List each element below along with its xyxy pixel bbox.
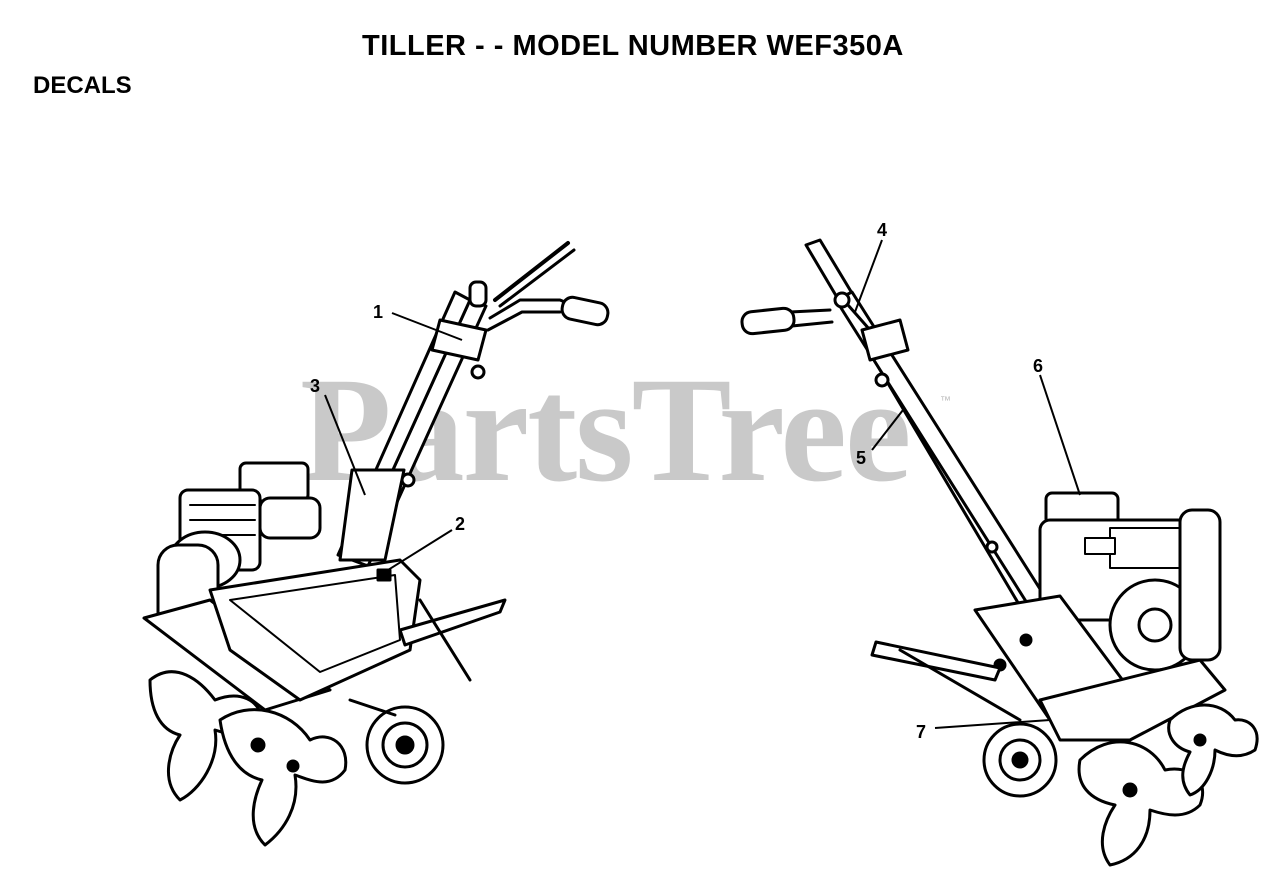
callout-1: 1: [373, 302, 383, 322]
leader-7: [934, 719, 1051, 729]
leader-2: [379, 529, 453, 576]
callout-leaders: [324, 239, 1081, 729]
page-title: TILLER - - MODEL NUMBER WEF350A: [362, 30, 904, 62]
callout-3: 3: [310, 376, 320, 396]
leader-5: [871, 409, 904, 451]
callout-5: 5: [856, 448, 866, 468]
callout-4: 4: [877, 220, 887, 240]
leader-3: [324, 394, 366, 496]
callout-6: 6: [1033, 356, 1043, 376]
section-label: DECALS: [33, 72, 132, 99]
watermark-tm: ™: [940, 395, 951, 407]
leader-1: [391, 312, 463, 341]
tiller-right-view: [740, 238, 1259, 867]
tiller-left-view: [142, 241, 610, 847]
callout-7: 7: [916, 722, 926, 742]
leader-4: [854, 239, 883, 313]
leader-6: [1039, 374, 1081, 496]
callout-2: 2: [455, 514, 465, 534]
